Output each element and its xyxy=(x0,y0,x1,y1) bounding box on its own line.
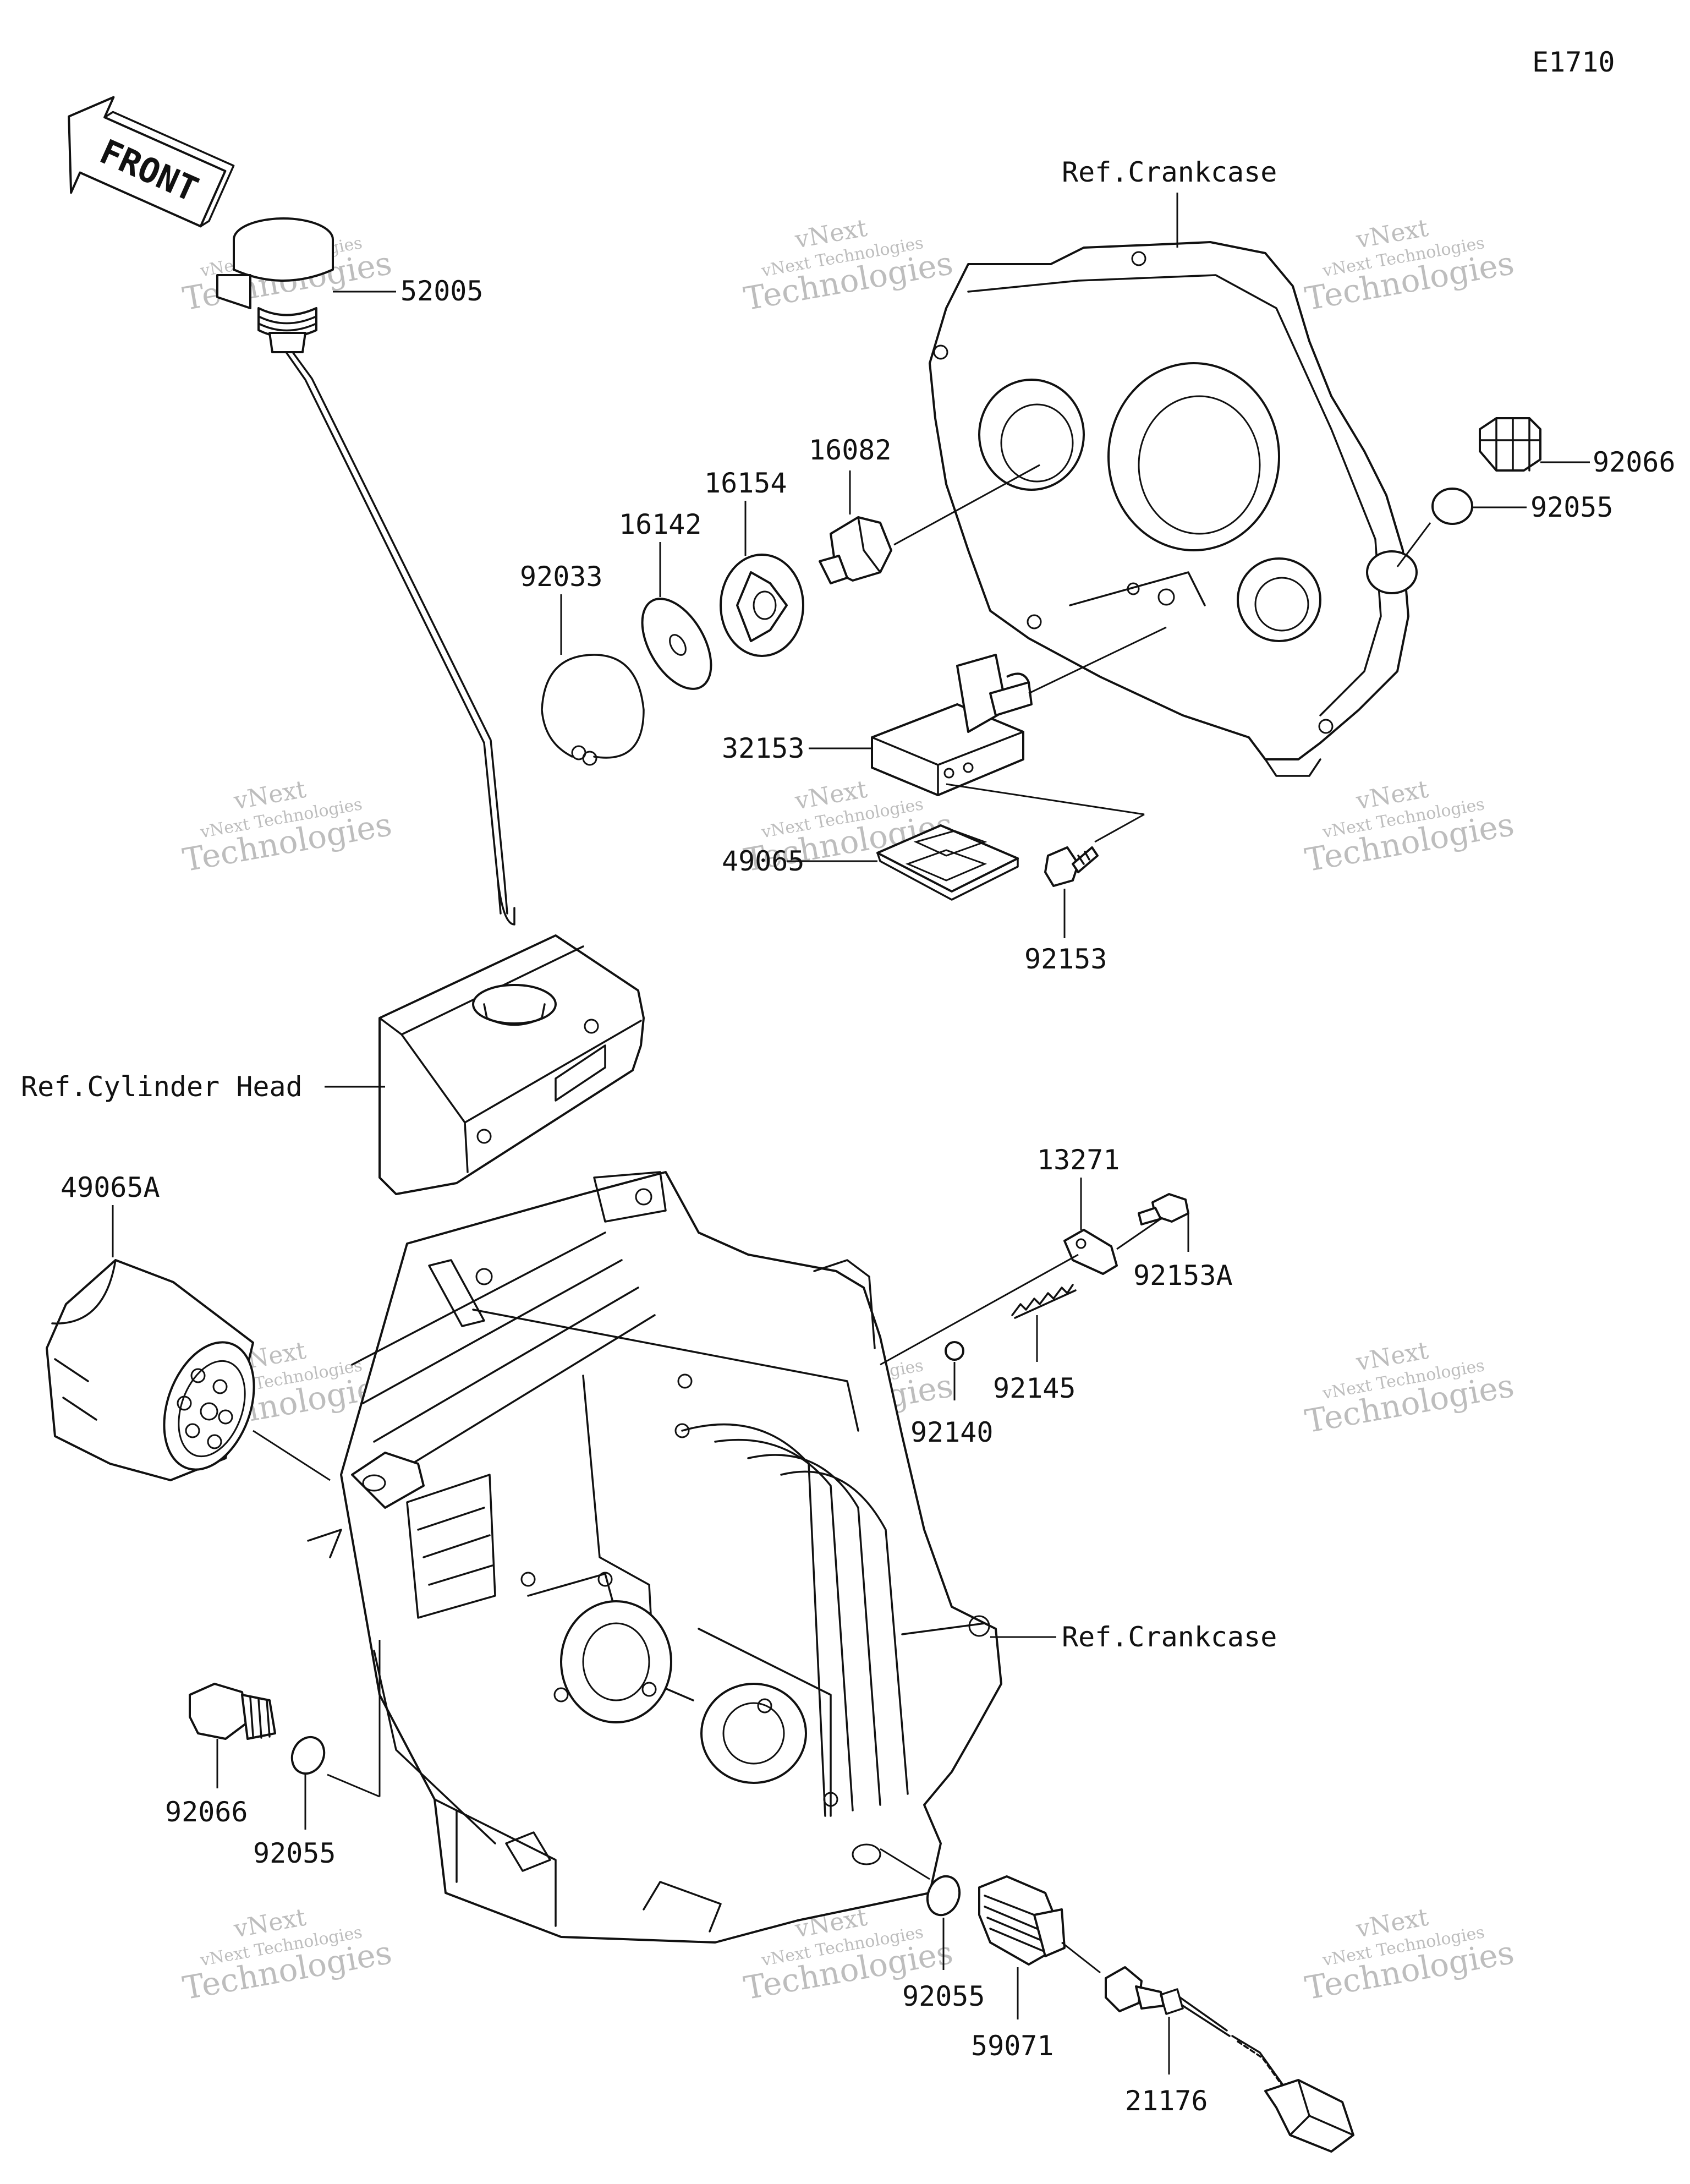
part-92055-left-oring[interactable] xyxy=(286,1732,330,1778)
part-label-52005[interactable]: 52005 xyxy=(400,275,484,307)
part-label-13271[interactable]: 13271 xyxy=(1037,1144,1120,1176)
part-label-92066-top[interactable]: 92066 xyxy=(1593,446,1676,478)
part-92066-bottom-plug[interactable] xyxy=(189,1683,276,1740)
watermark: vNext vNext Technologies Technologies xyxy=(1302,1903,1517,2007)
part-92153-bolt[interactable] xyxy=(1044,846,1099,887)
part-92145-spring[interactable] xyxy=(1011,1284,1077,1319)
part-label-92055-top[interactable]: 92055 xyxy=(1530,491,1614,523)
watermark: vNext vNext Technologies Technologies xyxy=(1302,775,1517,879)
part-16142-washer[interactable] xyxy=(628,587,726,700)
leader-line xyxy=(1094,813,1145,843)
leader-line xyxy=(880,1848,930,1880)
part-label-92033[interactable]: 92033 xyxy=(520,561,603,593)
watermark: vNext vNext Technologies Technologies xyxy=(1302,1337,1517,1441)
part-label-16154[interactable]: 16154 xyxy=(704,467,787,499)
part-label-16142[interactable]: 16142 xyxy=(619,508,702,540)
part-21176-sensor[interactable] xyxy=(1105,1966,1354,2153)
leader-line xyxy=(1396,522,1431,567)
watermark: vNext vNext Technologies Technologies xyxy=(180,1903,394,2007)
part-92153A-bolt[interactable] xyxy=(1138,1193,1189,1225)
leader-line xyxy=(1116,1218,1161,1250)
watermark: vNext vNext Technologies Technologies xyxy=(180,775,394,879)
part-49065A-oil-filter[interactable] xyxy=(46,1259,271,1482)
leader-line xyxy=(893,464,1040,546)
leader-line xyxy=(946,783,1145,815)
watermark: vNext vNext Technologies Technologies xyxy=(741,214,956,318)
part-92066-top-plug[interactable] xyxy=(1479,417,1541,472)
part-92055-top-oring[interactable] xyxy=(1431,488,1473,525)
part-92055-bottom-oring[interactable] xyxy=(922,1872,964,1920)
part-49065[interactable] xyxy=(876,824,1019,901)
leader-line xyxy=(1061,1941,1101,1974)
leader-line xyxy=(327,1774,380,1798)
part-59071-switch[interactable] xyxy=(978,1875,1066,1966)
ref-label-cylinder-head: Ref.Cylinder Head xyxy=(21,1071,303,1103)
part-label-92140[interactable]: 92140 xyxy=(910,1416,994,1448)
part-label-92055-left[interactable]: 92055 xyxy=(253,1837,336,1869)
part-label-92153[interactable]: 92153 xyxy=(1024,943,1107,975)
crankcase-main xyxy=(307,1171,1002,1944)
part-label-21176[interactable]: 21176 xyxy=(1125,2085,1208,2117)
part-92140-ball[interactable] xyxy=(945,1341,964,1361)
part-32153[interactable] xyxy=(871,654,1033,796)
part-label-16082[interactable]: 16082 xyxy=(809,434,892,466)
front-arrow-icon: FRONT xyxy=(68,96,235,228)
part-label-92055-bottom[interactable]: 92055 xyxy=(902,1980,985,2012)
part-label-49065[interactable]: 49065 xyxy=(722,845,805,877)
ref-label-crankcase-bottom: Ref.Crankcase xyxy=(1062,1621,1277,1653)
part-13271-plate[interactable] xyxy=(1063,1229,1118,1275)
watermark: vNext vNext Technologies Technologies xyxy=(1302,214,1517,318)
part-label-32153[interactable]: 32153 xyxy=(722,732,805,764)
leader-line xyxy=(880,1254,1079,1366)
cylinder-head-cover xyxy=(378,934,645,1195)
part-label-49065A[interactable]: 49065A xyxy=(61,1172,160,1203)
leader-line xyxy=(253,1430,331,1481)
part-16082[interactable] xyxy=(819,516,892,584)
leader-line xyxy=(1028,626,1167,694)
part-label-59071[interactable]: 59071 xyxy=(971,2030,1054,2062)
part-label-92145[interactable]: 92145 xyxy=(993,1372,1076,1404)
part-16154-rotor[interactable] xyxy=(720,554,804,657)
diagram-id: E1710 xyxy=(1532,46,1615,78)
part-92033-circlip[interactable] xyxy=(541,654,645,766)
part-label-92066-bottom[interactable]: 92066 xyxy=(165,1796,248,1828)
part-label-92153A[interactable]: 92153A xyxy=(1133,1260,1233,1291)
ref-label-crankcase-top: Ref.Crankcase xyxy=(1062,156,1277,188)
crankcase-cover xyxy=(929,241,1418,777)
part-52005-dipstick[interactable] xyxy=(216,217,515,926)
